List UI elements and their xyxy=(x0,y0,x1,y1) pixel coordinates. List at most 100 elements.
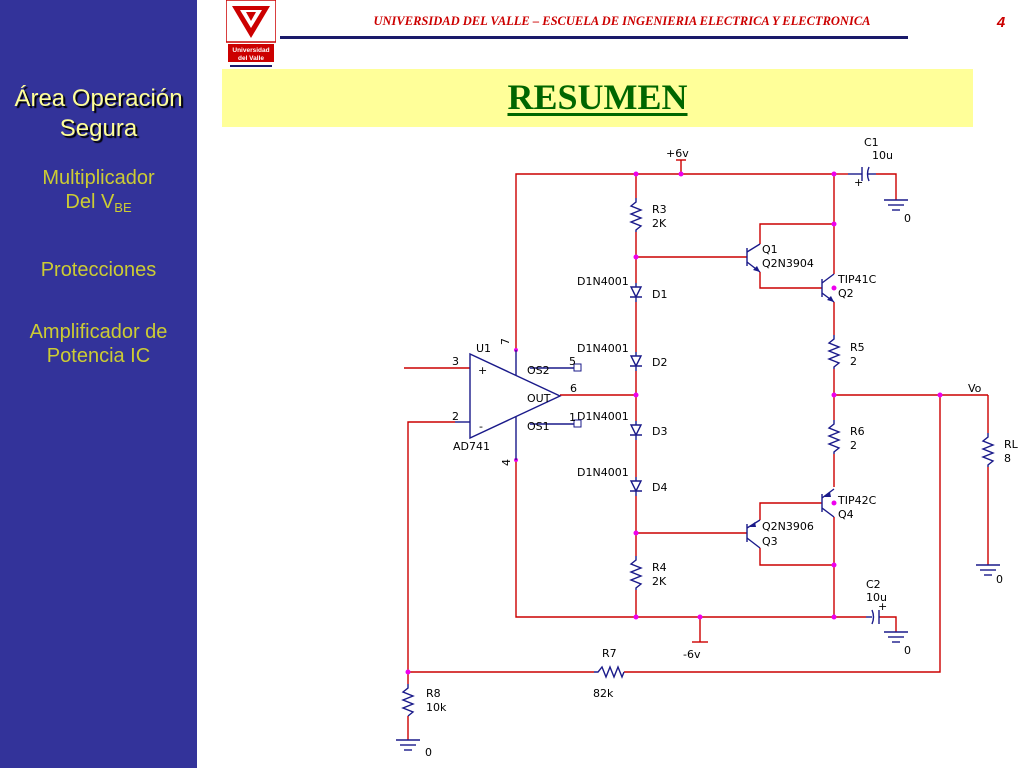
u1-pin1: 1 xyxy=(569,411,576,424)
r7-ref: R7 xyxy=(602,647,617,660)
d4-ref: D4 xyxy=(652,481,667,494)
d3-model: D1N4001 xyxy=(577,410,629,423)
u1-pin7: 7 xyxy=(499,338,512,345)
u1-ref: U1 xyxy=(476,342,491,355)
r6-ref: R6 xyxy=(850,425,865,438)
r5-value: 2 xyxy=(850,355,857,368)
sidebar-item-label: Amplificador de xyxy=(29,321,168,343)
d4-model: D1N4001 xyxy=(577,466,629,479)
d1-model: D1N4001 xyxy=(577,275,629,288)
junction-nodes xyxy=(405,171,943,675)
q1-ref: Q1 xyxy=(762,243,778,256)
diode-d3: D1N4001 D3 xyxy=(577,410,667,440)
ground-icon: 0 xyxy=(884,199,911,225)
u1-os1-label: OS1 xyxy=(527,420,550,433)
d2-model: D1N4001 xyxy=(577,342,629,355)
resistor-r3: R3 2K xyxy=(629,198,667,232)
u1-os2-label: OS2 xyxy=(527,364,550,377)
d2-ref: D2 xyxy=(652,356,667,369)
q3-ref: Q3 xyxy=(762,535,778,548)
r5-ref: R5 xyxy=(850,341,865,354)
sidebar-title-line1: Área Operación xyxy=(14,85,183,112)
capacitor-c2: + C2 10u xyxy=(866,578,887,625)
u1-pin5: 5 xyxy=(569,355,576,368)
vbe-base-text: Del V xyxy=(65,191,115,213)
sidebar-title-line2: Segura xyxy=(59,115,138,142)
supply-neg-label: -6v xyxy=(683,648,701,661)
r4-value: 2K xyxy=(652,575,667,588)
r6-value: 2 xyxy=(850,439,857,452)
c2-ref: C2 xyxy=(866,578,881,591)
resistor-r4: R4 2K xyxy=(629,556,667,590)
c2-value: 10u xyxy=(866,591,887,604)
transistor-q2: TIP41C Q2 xyxy=(821,273,877,303)
resistor-r6: R6 2 xyxy=(827,420,865,454)
r3-ref: R3 xyxy=(652,203,667,216)
diode-d2: D1N4001 D2 xyxy=(577,342,667,371)
q1-model: Q2N3904 xyxy=(762,257,814,270)
u1-out-label: OUT xyxy=(527,392,551,405)
institution-header: UNIVERSIDAD DEL VALLE – ESCUELA DE INGEN… xyxy=(373,14,871,28)
q2-model: TIP41C xyxy=(837,273,877,286)
u1-model: AD741 xyxy=(453,440,490,453)
u1-minus-sign: - xyxy=(479,420,483,433)
resistor-r7: R7 82k xyxy=(593,647,625,700)
page-number: 4 xyxy=(996,14,1006,31)
diode-d1: D1N4001 D1 xyxy=(577,275,667,302)
c1-ref: C1 xyxy=(864,136,879,149)
resistor-rl: RL 8 xyxy=(981,433,1019,467)
header-divider xyxy=(280,36,908,39)
sidebar-item-label-2: Del VBE xyxy=(0,190,197,214)
rl-ref: RL xyxy=(1004,438,1019,451)
wires xyxy=(404,159,989,740)
sidebar-item-amplificador[interactable]: Amplificador de Potencia IC xyxy=(0,320,197,368)
transistor-q4: TIP42C Q4 xyxy=(821,488,877,521)
diode-d4: D1N4001 D4 xyxy=(577,466,667,496)
u1-pin6: 6 xyxy=(570,382,577,395)
ground-label: 0 xyxy=(996,573,1003,586)
university-logo: Universidad del Valle xyxy=(226,0,276,67)
q2-ref: Q2 xyxy=(838,287,854,300)
u1-pin2: 2 xyxy=(452,410,459,423)
r8-value: 10k xyxy=(426,701,447,714)
vbe-subscript: BE xyxy=(114,200,132,215)
output-node-label: Vo xyxy=(968,382,982,395)
ground-icon: 0 xyxy=(884,631,911,657)
capacitor-c1: + C1 10u xyxy=(848,136,893,189)
sidebar-item-label: Protecciones xyxy=(40,259,157,281)
c1-polarity: + xyxy=(854,176,863,189)
ground-icon: 0 xyxy=(976,564,1003,586)
logo-text-line1: Universidad xyxy=(232,47,269,54)
u1-pin4: 4 xyxy=(500,459,513,466)
transistor-q3: Q2N3906 Q3 xyxy=(746,519,814,549)
q4-model: TIP42C xyxy=(837,494,877,507)
sidebar-item-label: Multiplicador xyxy=(42,167,155,189)
u1-pin3: 3 xyxy=(452,355,459,368)
d1-ref: D1 xyxy=(652,288,667,301)
supply-pos-label: +6v xyxy=(666,147,689,160)
c2-polarity: + xyxy=(878,600,887,613)
page-title: RESUMEN xyxy=(507,77,688,117)
u1-plus-sign: + xyxy=(478,364,487,377)
sidebar: Área Operación Segura Multiplicador Del … xyxy=(0,0,197,768)
c1-value: 10u xyxy=(872,149,893,162)
transistor-q1: Q1 Q2N3904 xyxy=(746,243,814,273)
sidebar-item-protecciones[interactable]: Protecciones xyxy=(0,258,197,282)
resistor-r8: R8 10k xyxy=(401,684,447,717)
sidebar-title[interactable]: Área Operación Segura xyxy=(0,84,197,144)
r8-ref: R8 xyxy=(426,687,441,700)
ground-label: 0 xyxy=(904,212,911,225)
title-band: RESUMEN xyxy=(222,69,973,127)
ground-label: 0 xyxy=(904,644,911,657)
logo-text-line2: del Valle xyxy=(238,55,264,62)
resistor-r5: R5 2 xyxy=(827,335,865,369)
q4-ref: Q4 xyxy=(838,508,854,521)
ground-icon: 0 xyxy=(396,739,432,759)
sidebar-item-label-2: Potencia IC xyxy=(46,345,151,367)
d3-ref: D3 xyxy=(652,425,667,438)
q3-model: Q2N3906 xyxy=(762,520,814,533)
rl-value: 8 xyxy=(1004,452,1011,465)
r4-ref: R4 xyxy=(652,561,667,574)
ground-label: 0 xyxy=(425,746,432,759)
sidebar-item-multiplicador[interactable]: Multiplicador Del VBE xyxy=(0,166,197,214)
